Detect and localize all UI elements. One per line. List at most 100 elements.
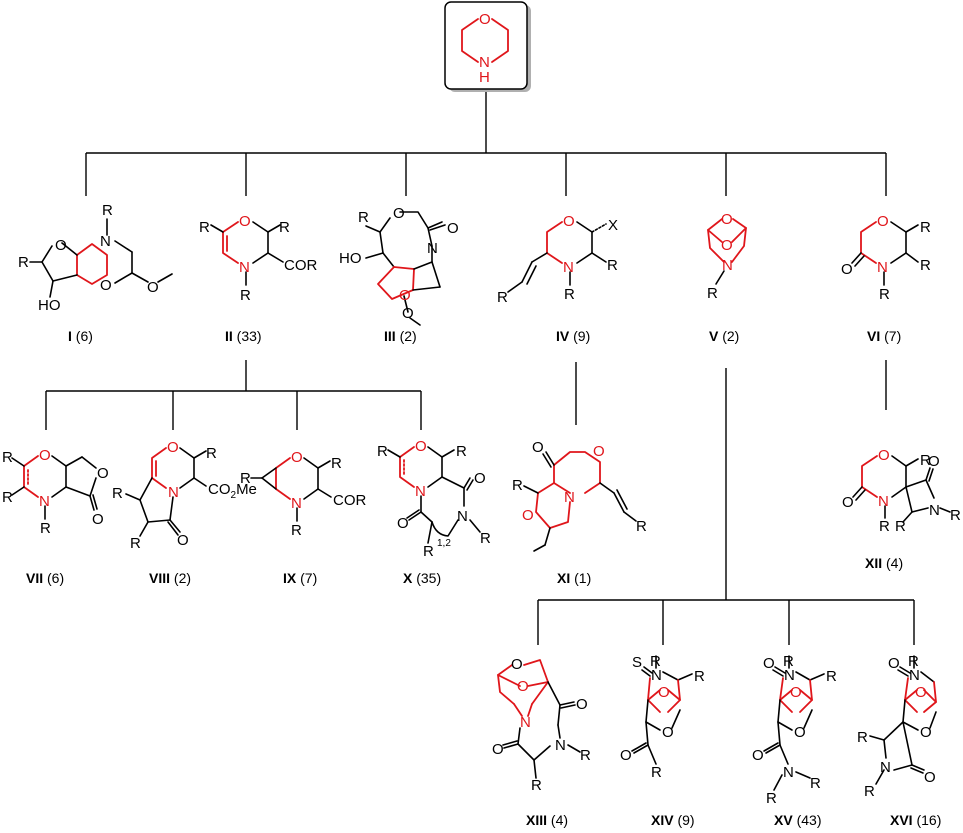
vii-r-label-2: R [2, 489, 13, 506]
xi-o-atom: O [532, 439, 544, 456]
compound-vi-id: VI [867, 328, 880, 344]
v-n-atom: N [722, 257, 733, 274]
v-r-label: R [707, 285, 718, 302]
vii-r-label-3: R [40, 520, 51, 537]
vii-r-label: R [2, 449, 13, 466]
ii-n-atom: N [239, 259, 250, 276]
xii-r-label-2: R [950, 507, 961, 524]
compound-iii-count: (2) [400, 328, 417, 344]
compound-i-label: I (6) [68, 328, 93, 344]
xii-r-label-4: R [879, 518, 890, 535]
compound-xiv-count: (9) [677, 812, 694, 828]
xvi-o-atom-3: O [920, 724, 932, 741]
vi-r-label: R [920, 219, 931, 236]
iii-o-atom-4: O [402, 305, 414, 322]
xii-n-atom-2: N [929, 502, 940, 519]
v-o-atom: O [721, 211, 733, 228]
xiii-r-label-2: R [531, 777, 542, 794]
viii-sub-2: 2 [231, 490, 237, 501]
iii-r-label: R [358, 209, 369, 226]
xv-r-label-4: R [766, 790, 777, 807]
compound-xi-structure: O O N O R R [512, 439, 647, 552]
compound-i-id: I [68, 328, 72, 344]
vii-n-atom: N [39, 493, 50, 510]
compound-iv-structure: O N X R R R [497, 213, 618, 306]
iii-ho-label: HO [339, 250, 362, 267]
compound-xiv-id: XIV [651, 812, 674, 828]
tree-connectors [45, 92, 915, 645]
ix-cor-label: COR [333, 492, 367, 509]
xvi-o-atom-4: O [924, 769, 936, 786]
iv-n-atom: N [563, 259, 574, 276]
compound-i-structure: O N R O R HO O [18, 202, 173, 314]
x-n-atom: N [415, 483, 426, 500]
compound-v-id: V [709, 328, 719, 344]
compound-xvi-count: (16) [916, 812, 941, 828]
iii-o-atom: O [393, 205, 405, 222]
root-o-atom: O [479, 11, 491, 28]
compound-v-structure: O O N R [707, 211, 747, 302]
compound-xv-count: (43) [797, 812, 822, 828]
ix-r-label: R [240, 470, 251, 487]
xiv-r-label: R [650, 653, 661, 670]
xiii-o-atom-3: O [576, 696, 588, 713]
viii-r-label-3: R [130, 535, 141, 552]
vii-o-atom-2: O [97, 465, 109, 482]
compound-xii-structure: O N O R O N R R R [842, 447, 961, 535]
compound-ii-label: II (33) [225, 328, 262, 344]
xv-n-atom-2: N [783, 764, 794, 781]
compound-ii-structure: O N R R COR R [199, 213, 318, 304]
compound-iii-structure: O O R HO N O O [339, 205, 459, 326]
xi-r-label-2: R [636, 518, 647, 535]
compound-vii-id: VII [26, 570, 43, 586]
compound-x-count: (35) [416, 570, 441, 586]
ix-r-label-2: R [331, 455, 342, 472]
x-n-atom-2: N [457, 508, 468, 525]
xv-o-atom-2: O [790, 684, 802, 701]
x-chain-length: 1,2 [437, 538, 451, 549]
xiii-o-atom: O [511, 656, 523, 673]
xv-n-atom: N [784, 667, 795, 684]
compound-xi-id: XI [557, 570, 570, 586]
xiii-n-atom: N [520, 714, 531, 731]
compound-xi-count: (1) [574, 570, 591, 586]
ii-r-label-3: R [240, 287, 251, 304]
xv-o-atom-4: O [752, 747, 764, 764]
compound-iii-label: III (2) [384, 328, 417, 344]
vii-o-atom: O [39, 447, 51, 464]
compound-xiii-id: XIII [526, 812, 547, 828]
ii-r-label-2: R [279, 219, 290, 236]
xi-n-atom: N [564, 489, 575, 506]
i-n-atom: N [100, 233, 111, 250]
xiii-n-atom-2: N [555, 737, 566, 754]
viii-o-atom-2: O [177, 532, 189, 549]
compound-vi-structure: O N O R R R [841, 213, 931, 303]
x-r-label: R [377, 443, 388, 460]
iv-r-label: R [607, 257, 618, 274]
xii-o-atom: O [878, 447, 890, 464]
xiv-r-label-3: R [651, 764, 662, 781]
xiv-n-atom: N [651, 667, 662, 684]
root-h-atom: H [479, 69, 490, 86]
vi-o-atom-2: O [841, 261, 853, 278]
compound-ix-count: (7) [300, 570, 317, 586]
vii-o-atom-3: O [92, 511, 104, 528]
compound-viii-id: VIII [149, 570, 170, 586]
compound-xv-structure: O R N R O O O N R R [752, 653, 837, 807]
xiii-r-label: R [580, 747, 591, 764]
compound-vi-count: (7) [884, 328, 901, 344]
compound-x-label: X (35) [403, 570, 441, 586]
xiv-s-label: S [632, 654, 642, 671]
i-r-label-2: R [18, 254, 29, 271]
ii-o-atom: O [239, 213, 251, 230]
x-o-atom: O [415, 438, 427, 455]
compound-vii-structure: O N O O R R R [2, 447, 109, 537]
xii-o-atom-3: O [928, 453, 940, 470]
iii-o-atom-2: O [447, 220, 459, 237]
compound-iv-id: IV [556, 328, 570, 344]
i-ho-label: HO [38, 297, 61, 314]
ii-cor-label: COR [284, 257, 318, 274]
iv-r-label-2: R [564, 286, 575, 303]
xv-r-label-2: R [826, 668, 837, 685]
xi-o-atom-3: O [522, 507, 534, 524]
